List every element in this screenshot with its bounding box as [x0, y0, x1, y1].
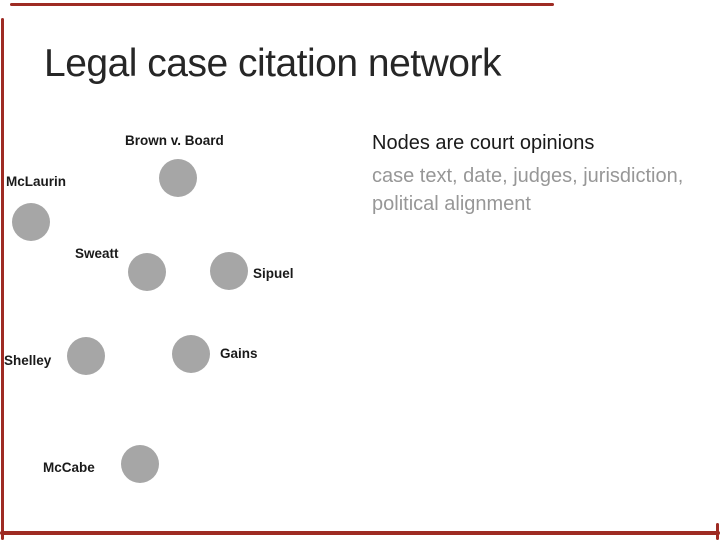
slide-title: Legal case citation network — [44, 42, 501, 85]
network-node-label: Sweatt — [75, 246, 119, 261]
network-node-circle — [172, 335, 210, 373]
slide-border-bottom — [0, 531, 720, 535]
network-node-label: McCabe — [43, 460, 95, 475]
network-node-circle — [121, 445, 159, 483]
network-node-circle — [159, 159, 197, 197]
network-node-label: Sipuel — [253, 266, 294, 281]
network-node-label: Gains — [220, 346, 258, 361]
network-node-label: Shelley — [4, 353, 52, 368]
annotation-heading: Nodes are court opinions — [372, 132, 595, 154]
network-node-label: Brown v. Board — [125, 133, 224, 148]
network-node-circle — [67, 337, 105, 375]
network-node-circle — [12, 203, 50, 241]
slide-border-left — [1, 18, 4, 540]
slide-border-right — [716, 523, 719, 540]
network-node-circle — [210, 252, 248, 290]
network-node-label: McLaurin — [6, 174, 67, 189]
annotation-detail-line: political alignment — [372, 193, 531, 215]
network-node-circle — [128, 253, 166, 291]
slide-border-top — [10, 3, 554, 6]
annotation-detail-line: case text, date, judges, jurisdiction, — [372, 165, 684, 187]
annotation-block: Nodes are court opinions case text, date… — [372, 132, 720, 218]
